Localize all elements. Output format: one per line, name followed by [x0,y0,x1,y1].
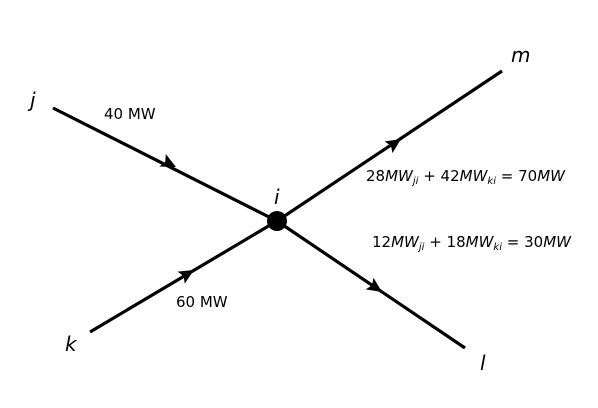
line-i-to-m [276,69,503,223]
equation-to-m: 28MWji + 42MWki = 70MW [366,167,566,187]
node-label-i: i [274,185,280,209]
line-k-to-i [89,219,278,334]
flow-label-k: 60 MW [176,293,228,311]
node-label-k: k [65,332,78,356]
flow-label-j: 40 MW [104,105,156,123]
bus-node-i [267,211,287,231]
line-i-to-l [276,219,466,350]
arrow-i-to-l-icon [365,277,382,292]
node-label-l: l [480,351,486,375]
equation-to-l: 12MWji + 18MWki = 30MW [372,233,572,253]
arrow-k-to-i-icon [177,270,194,284]
node-label-j: j [27,88,36,112]
arrow-j-to-i-icon [159,153,176,167]
arrow-i-to-m-icon [384,139,401,154]
node-label-m: m [511,43,530,67]
